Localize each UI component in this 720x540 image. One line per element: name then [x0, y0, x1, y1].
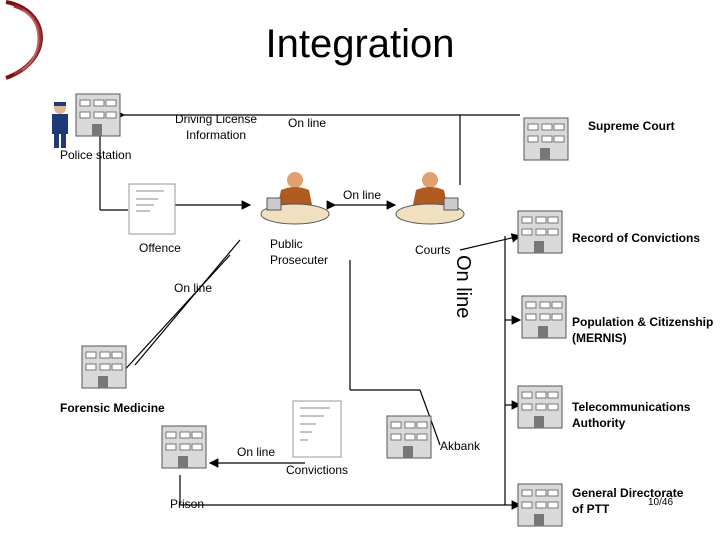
prosecutor-person-icon — [260, 172, 330, 225]
public-prosecutor-line1: Public — [270, 237, 303, 251]
page-title: Integration — [265, 22, 455, 66]
driving-license-label: Driving License Information — [168, 111, 264, 143]
courts-label: Courts — [415, 243, 451, 257]
public-prosecutor-line2: Prosecuter — [270, 253, 329, 267]
telecom-line1: Telecommunications — [572, 400, 691, 414]
building-icon-ptt — [517, 483, 563, 527]
population-line1: Population & Citizenship — [572, 315, 714, 329]
building-icon-population — [521, 295, 567, 339]
online-bottom-label: On line — [237, 445, 276, 459]
akbank-label: Akbank — [440, 439, 481, 453]
police-station-label: Police station — [60, 148, 132, 162]
driving-license-line1: Driving License — [174, 112, 258, 126]
building-icon-police — [75, 93, 121, 137]
general-directorate-ptt-label: General Directorate of PTT — [572, 485, 683, 517]
online-vertical-label: On line — [452, 255, 474, 319]
population-citizenship-label: Population & Citizenship (MERNIS) — [572, 314, 713, 346]
telecommunications-label: Telecommunications Authority — [572, 399, 690, 431]
building-icon-supreme-court — [523, 117, 569, 161]
online-left-label: On line — [174, 281, 213, 295]
record-of-convictions-label: Record of Convictions — [572, 231, 701, 245]
page-number: 10/46 — [648, 497, 674, 508]
building-icon-forensic — [81, 345, 127, 389]
public-prosecutor-label: Public Prosecuter — [270, 236, 328, 268]
online-top-label: On line — [288, 116, 327, 130]
document-icon-convictions — [292, 400, 342, 458]
prison-label: Prison — [170, 497, 205, 511]
decorative-swirl — [5, 0, 43, 80]
building-icon-telecom — [517, 385, 563, 429]
telecom-line2: Authority — [572, 416, 626, 430]
building-icon-prison — [161, 425, 207, 469]
driving-license-line2: Information — [185, 128, 247, 142]
ptt-line2: of PTT — [572, 502, 610, 516]
building-icon-record — [517, 210, 563, 254]
document-icon-offence — [128, 183, 176, 235]
ptt-line1: General Directorate — [572, 486, 684, 500]
forensic-medicine-label: Forensic Medicine — [60, 401, 165, 415]
judge-person-icon — [395, 172, 465, 225]
population-line2: (MERNIS) — [572, 331, 627, 345]
supreme-court-label: Supreme Court — [588, 119, 675, 133]
building-icon-akbank — [386, 415, 432, 459]
online-mid-label: On line — [343, 188, 382, 202]
convictions-label: Convictions — [286, 463, 349, 477]
offence-label: Offence — [139, 241, 181, 255]
police-officer-icon — [52, 102, 68, 148]
